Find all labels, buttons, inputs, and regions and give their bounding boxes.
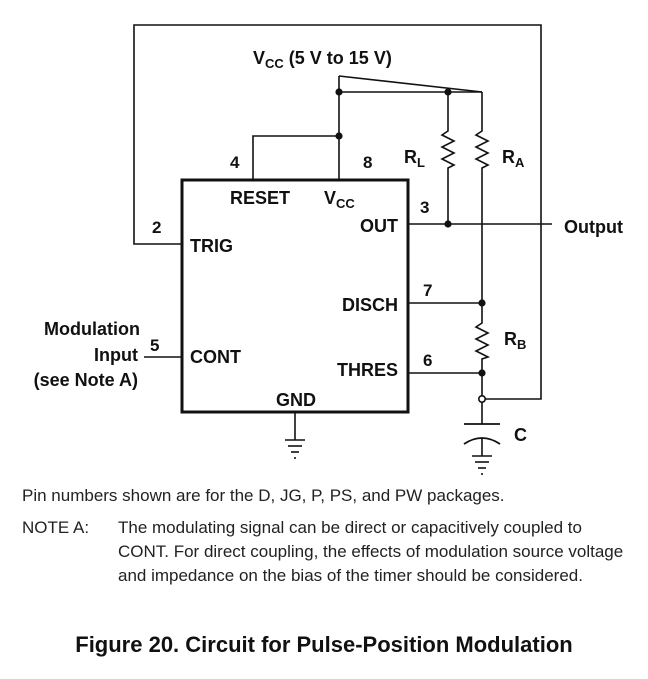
pulse-position-modulation-schematic: VCC (5 V to 15 V) RESET VCC OUT TRIG DIS… (34, 24, 623, 475)
chip-ground-symbol (285, 439, 305, 459)
pin-number-out: 3 (420, 198, 429, 217)
vcc-pin-label: VCC (324, 188, 355, 211)
pin-number-disch: 7 (423, 281, 432, 300)
junction-dots (335, 88, 486, 377)
vcc-rail (338, 75, 483, 93)
modulation-input-line-3: (see Note A) (34, 370, 138, 390)
thres-label: THRES (337, 360, 398, 380)
modulation-input-line-2: Input (94, 345, 138, 365)
pin-number-cont: 5 (150, 336, 159, 355)
capacitor-ground-symbol (472, 455, 492, 475)
trigger-feedback-wire (133, 24, 542, 400)
pin-number-reset: 4 (230, 153, 240, 172)
junction-disch (478, 299, 486, 307)
trig-label: TRIG (190, 236, 233, 256)
junction-thres (478, 369, 486, 377)
junction-vcc (335, 88, 343, 96)
reset-label: RESET (230, 188, 290, 208)
rb-label: RB (504, 329, 526, 352)
reset-wire (252, 135, 339, 180)
capacitor-label: C (514, 425, 527, 445)
gnd-label: GND (276, 390, 316, 410)
pin-number-thres: 6 (423, 351, 432, 370)
pin-number-trig: 2 (152, 218, 161, 237)
junction-rl-top (444, 88, 452, 96)
figure-notes: Pin numbers shown are for the D, JG, P, … (22, 484, 632, 588)
rl-resistor (440, 126, 456, 172)
disch-label: DISCH (342, 295, 398, 315)
junction-trig-feedback (477, 394, 486, 403)
pin-package-note: Pin numbers shown are for the D, JG, P, … (22, 486, 505, 505)
rb-resistor (474, 318, 491, 362)
modulation-input-line-1: Modulation (44, 319, 140, 339)
capacitor-c (463, 423, 501, 456)
cont-label: CONT (190, 347, 241, 367)
output-label: Output (564, 217, 623, 237)
ra-resistor (474, 126, 490, 172)
junction-reset (335, 132, 343, 140)
out-label: OUT (360, 216, 398, 236)
junction-out (444, 220, 452, 228)
vcc-supply-label: VCC (5 V to 15 V) (253, 48, 392, 71)
timer-ic-body (180, 178, 410, 414)
note-a: NOTE A: The modulating signal can be dir… (22, 516, 632, 588)
ra-label: RA (502, 147, 525, 170)
note-a-label: NOTE A: (22, 518, 90, 537)
pin-number-vcc: 8 (363, 153, 372, 172)
rl-label: RL (404, 147, 425, 170)
note-a-text: The modulating signal can be direct or c… (118, 518, 624, 585)
figure-caption: Figure 20. Circuit for Pulse-Position Mo… (75, 632, 573, 657)
